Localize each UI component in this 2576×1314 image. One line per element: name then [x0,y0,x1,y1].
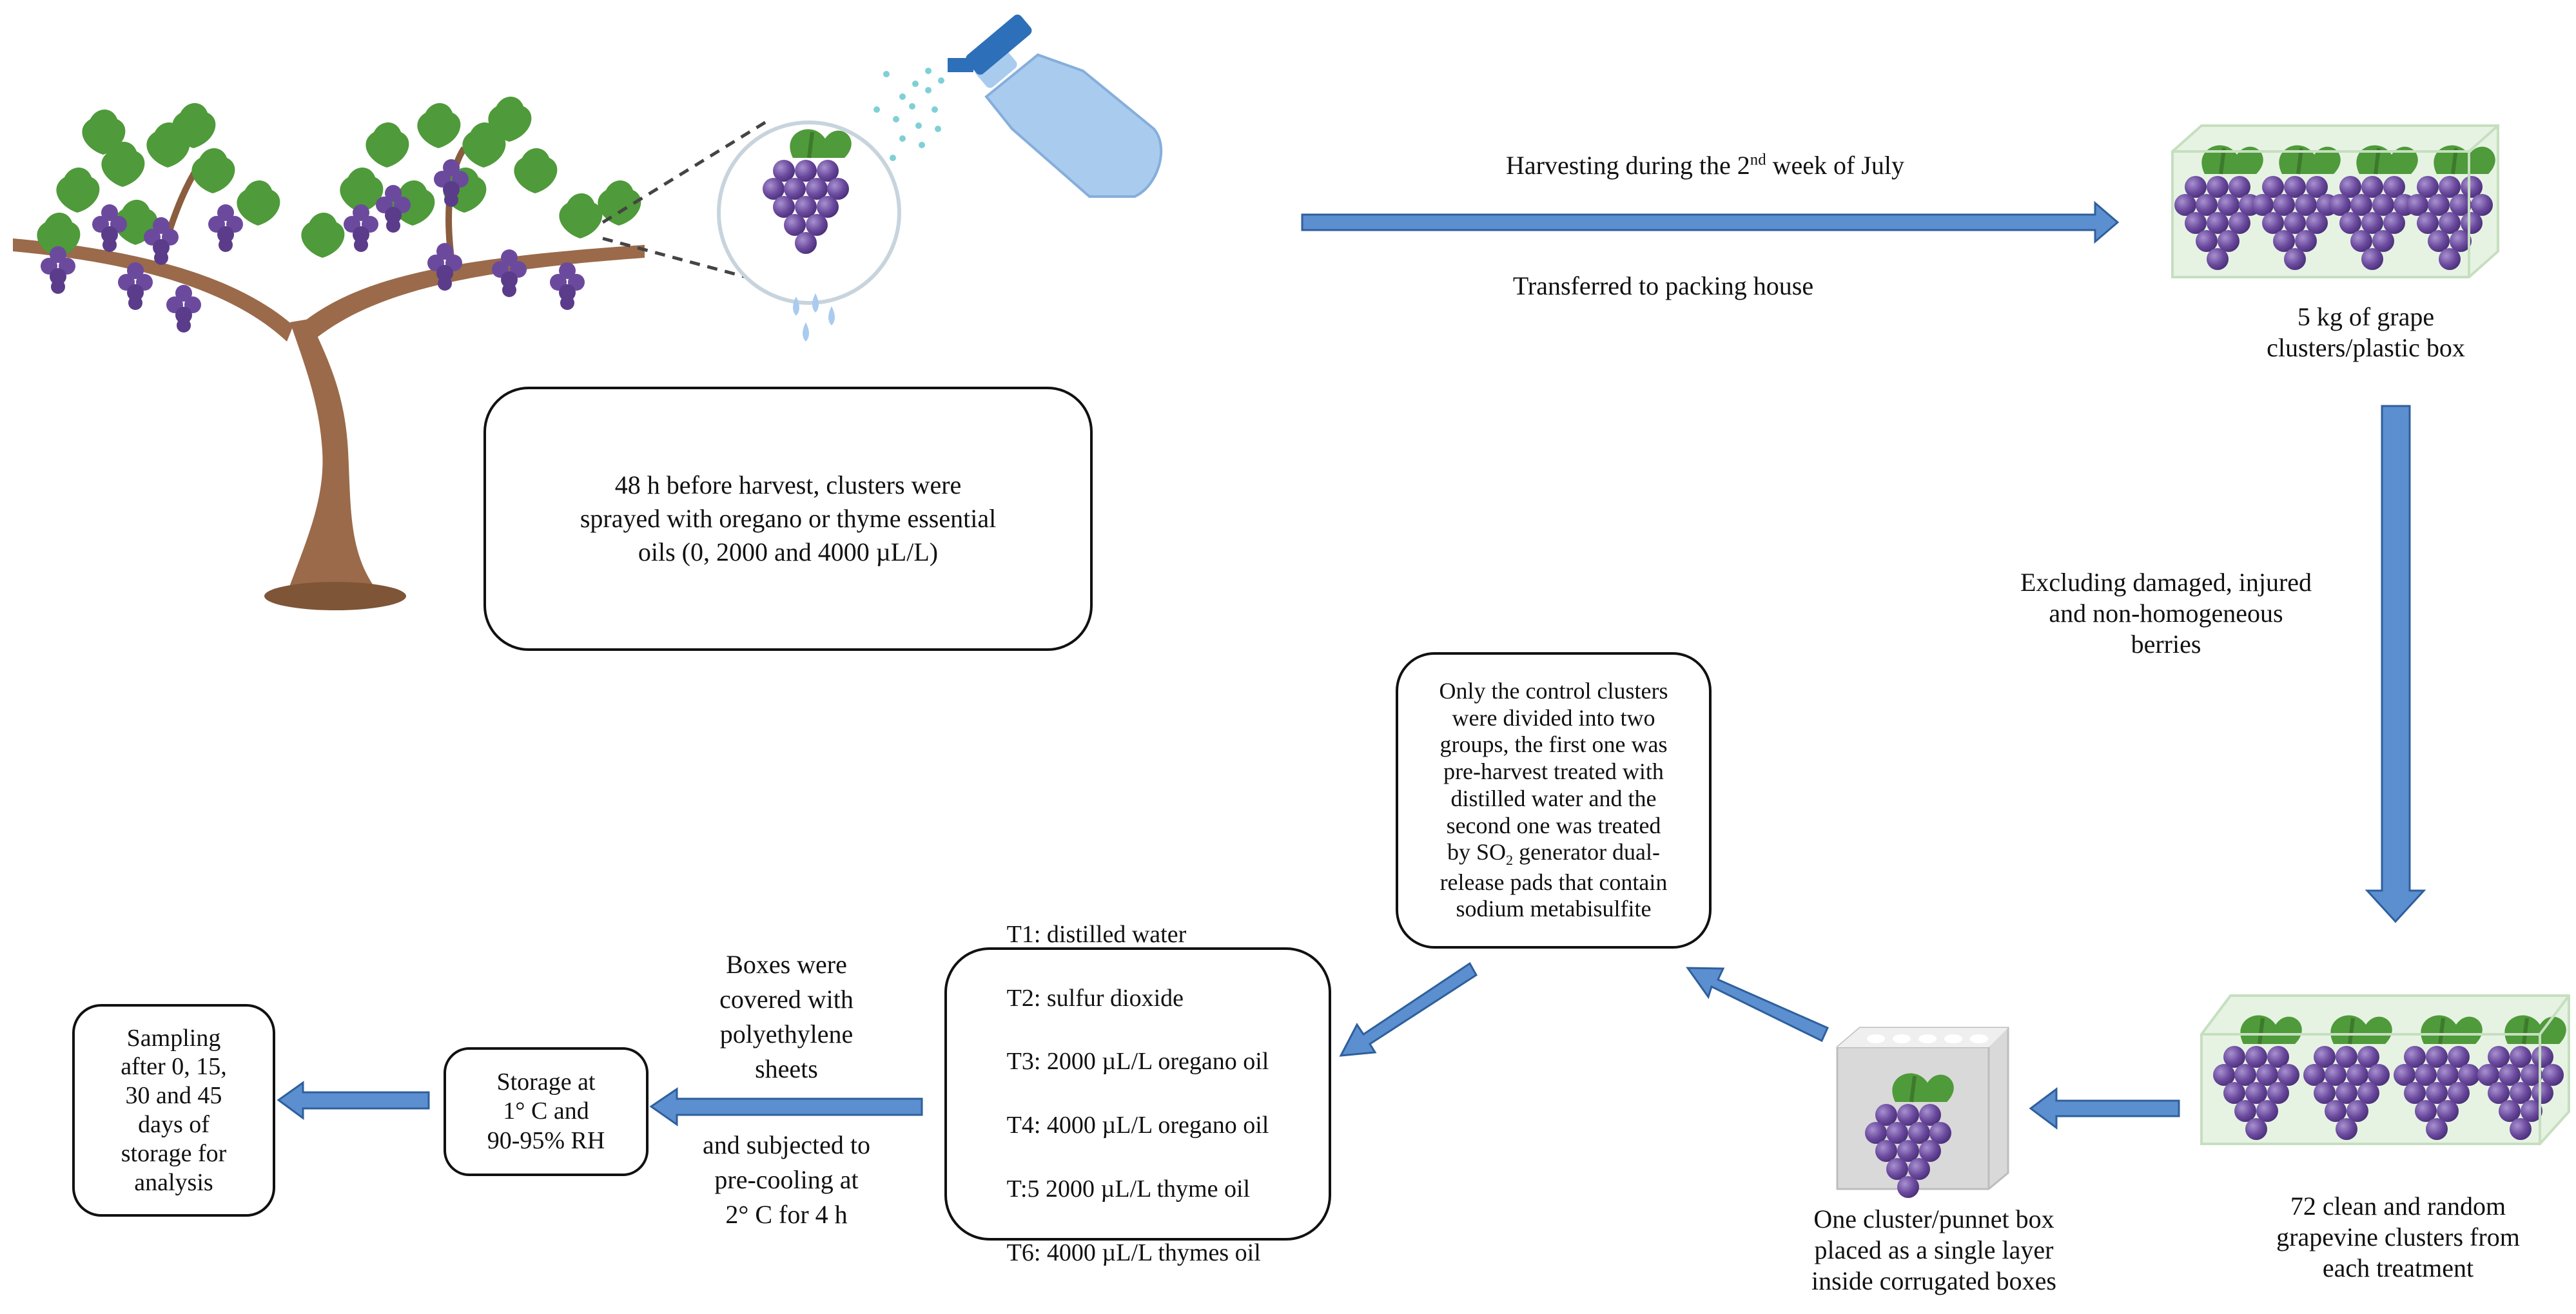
magnifier-grape-icon [601,117,901,342]
arrow-to-treatments [1339,961,1478,1057]
treatment-item: T1: distilled water [1006,920,1187,948]
treatment-item: T3: 2000 µL/L oregano oil [1006,1048,1269,1076]
precooling-label: and subjected to pre-cooling at 2° C for… [703,1130,870,1229]
preharvest-box: 48 h before harvest, clusters were spray… [483,387,1093,651]
treatment-item: T2: sulfur dioxide [1006,984,1184,1012]
excluding-label: Excluding damaged, injured and non-homog… [2020,568,2312,659]
harvest-label: Harvesting during the 2nd week of July [1505,151,1904,180]
preharvest-text: 48 h before harvest, clusters were spray… [580,470,997,566]
sampling-box: Sampling after 0, 15, 30 and 45 days of … [72,1004,275,1217]
storage-box: Storage at 1° C and 90-95% RH [444,1047,649,1176]
arrows [277,200,2426,1130]
arrow-to-punnet [2029,1087,2180,1130]
treatments-list: T1: distilled water T2: sulfur dioxide T… [1007,887,1269,1300]
boxes-covered-label: Boxes were covered with polyethylene she… [719,950,854,1083]
treatments-box: T1: distilled water T2: sulfur dioxide T… [944,921,1331,1266]
arrow-harvest [1301,200,2120,244]
arrow-to-control [1686,967,1829,1043]
spray-bottle-icon [873,14,1163,198]
punnet-label: One cluster/punnet box placed as a singl… [1811,1204,2056,1295]
clusters-72-label: 72 clean and random grapevine clusters f… [2276,1192,2520,1282]
treatment-item: T:5 2000 µL/L thyme oil [1006,1175,1251,1203]
transfer-label: Transferred to packing house [1512,271,1814,300]
arrow-down [2365,405,2426,923]
grapevine-icon [13,97,645,610]
arrow-to-sampling [277,1081,430,1120]
control-box: Only the control clusters were divided i… [1396,652,1712,949]
treatment-item: T6: 4000 µL/L thymes oil [1006,1239,1261,1266]
box-5kg-label: 5 kg of grape clusters/plastic box [2267,302,2465,362]
plastic-box-icon [2200,994,2570,1145]
treatment-item: T4: 4000 µL/L oregano oil [1006,1112,1269,1139]
arrow-to-storage [649,1087,923,1126]
plastic-box-icon [2171,124,2499,278]
punnet-box-icon [1836,1027,2009,1198]
